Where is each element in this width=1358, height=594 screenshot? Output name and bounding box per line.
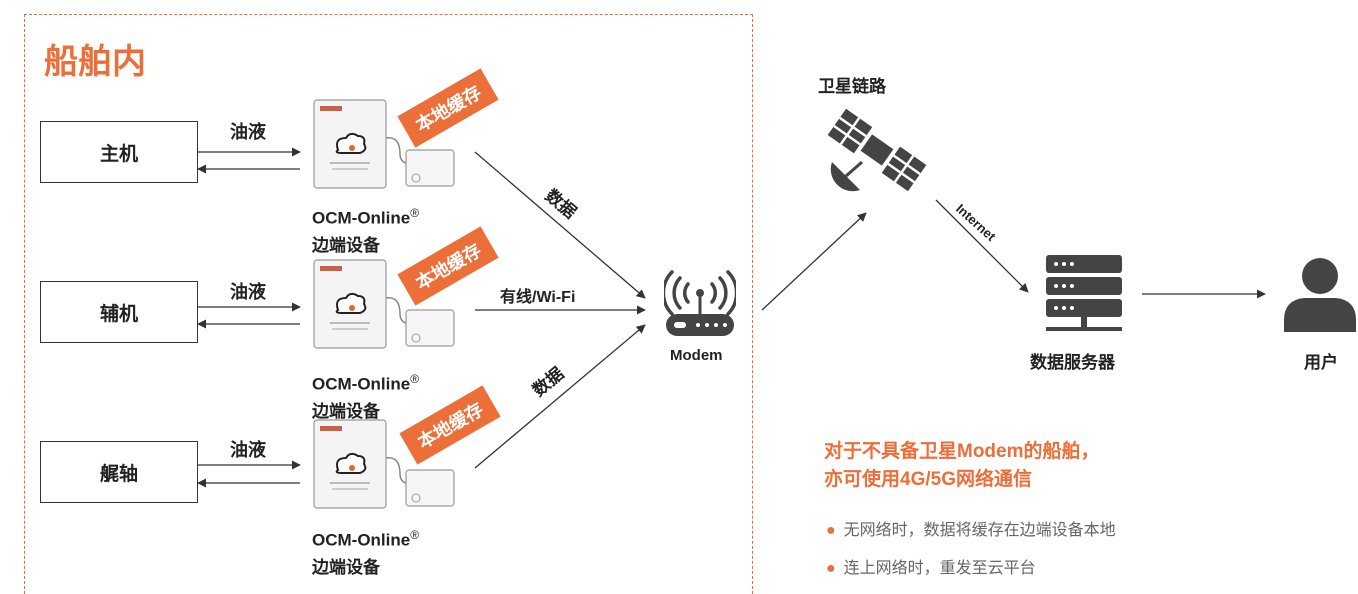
- device-caption: OCM-Online® 边端设备: [312, 200, 419, 259]
- engine-main-label: 主机: [99, 143, 138, 165]
- oil-label-3: 油液: [230, 440, 266, 460]
- ocm-device-icon: [310, 258, 460, 358]
- device-type: 边端设备: [312, 235, 380, 255]
- callout-title: 对于不具备卫星Modem的船舶， 亦可使用4G/5G网络通信: [824, 438, 1100, 494]
- ship-boundary: [24, 14, 753, 594]
- device-type: 边端设备: [312, 557, 380, 577]
- engine-aux-label: 辅机: [99, 303, 138, 325]
- callout-bullet: ● 无网络时，数据将缓存在边端设备本地: [826, 516, 1116, 540]
- ocm-device-icon: [310, 98, 460, 198]
- device-name: OCM-Online: [312, 208, 411, 228]
- oil-label-1: 油液: [230, 122, 266, 142]
- device-name: OCM-Online: [312, 374, 411, 394]
- device-caption: OCM-Online® 边端设备: [312, 366, 419, 425]
- callout-title-line1: 对于不具备卫星Modem的船舶，: [824, 441, 1100, 462]
- engine-shaft: 艉轴: [40, 441, 198, 503]
- device-name: OCM-Online: [312, 530, 411, 550]
- data-arrow-3: [474, 324, 646, 469]
- registered-mark: ®: [410, 206, 420, 220]
- internet-arrow: [935, 199, 1029, 293]
- oil-label-2: 油液: [230, 282, 266, 302]
- ocm-device-icon: [310, 418, 460, 518]
- bullet-text: 连上网络时，重发至云平台: [843, 560, 1036, 577]
- data-arrow-1: [474, 151, 646, 299]
- modem-label: Modem: [670, 347, 723, 364]
- registered-mark: ®: [410, 528, 420, 542]
- callout-title-line2: 亦可使用4G/5G网络通信: [824, 469, 1032, 490]
- engine-aux: 辅机: [40, 281, 198, 343]
- ship-title: 船舶内: [44, 43, 146, 81]
- uplink-arrow: [761, 212, 867, 311]
- satellite-icon: [822, 104, 932, 201]
- connector-lines: [197, 147, 1266, 488]
- engine-main: 主机: [40, 121, 198, 183]
- device-caption: OCM-Online® 边端设备: [312, 522, 419, 581]
- bullet-dot-icon: ●: [826, 522, 836, 539]
- satellite-label: 卫星链路: [818, 77, 886, 96]
- registered-mark: ®: [410, 372, 420, 386]
- user-icon: [1282, 256, 1358, 337]
- bullet-dot-icon: ●: [826, 560, 836, 577]
- modem-icon: [661, 262, 739, 343]
- bullet-text: 无网络时，数据将缓存在边端设备本地: [843, 522, 1116, 539]
- engine-shaft-label: 艉轴: [99, 463, 138, 485]
- server-label: 数据服务器: [1030, 353, 1115, 372]
- callout-bullet: ● 连上网络时，重发至云平台: [826, 554, 1036, 578]
- user-label: 用户: [1304, 353, 1338, 372]
- server-icon: [1044, 253, 1124, 340]
- device-type: 边端设备: [312, 401, 380, 421]
- wired-wifi-label: 有线/Wi-Fi: [500, 289, 576, 306]
